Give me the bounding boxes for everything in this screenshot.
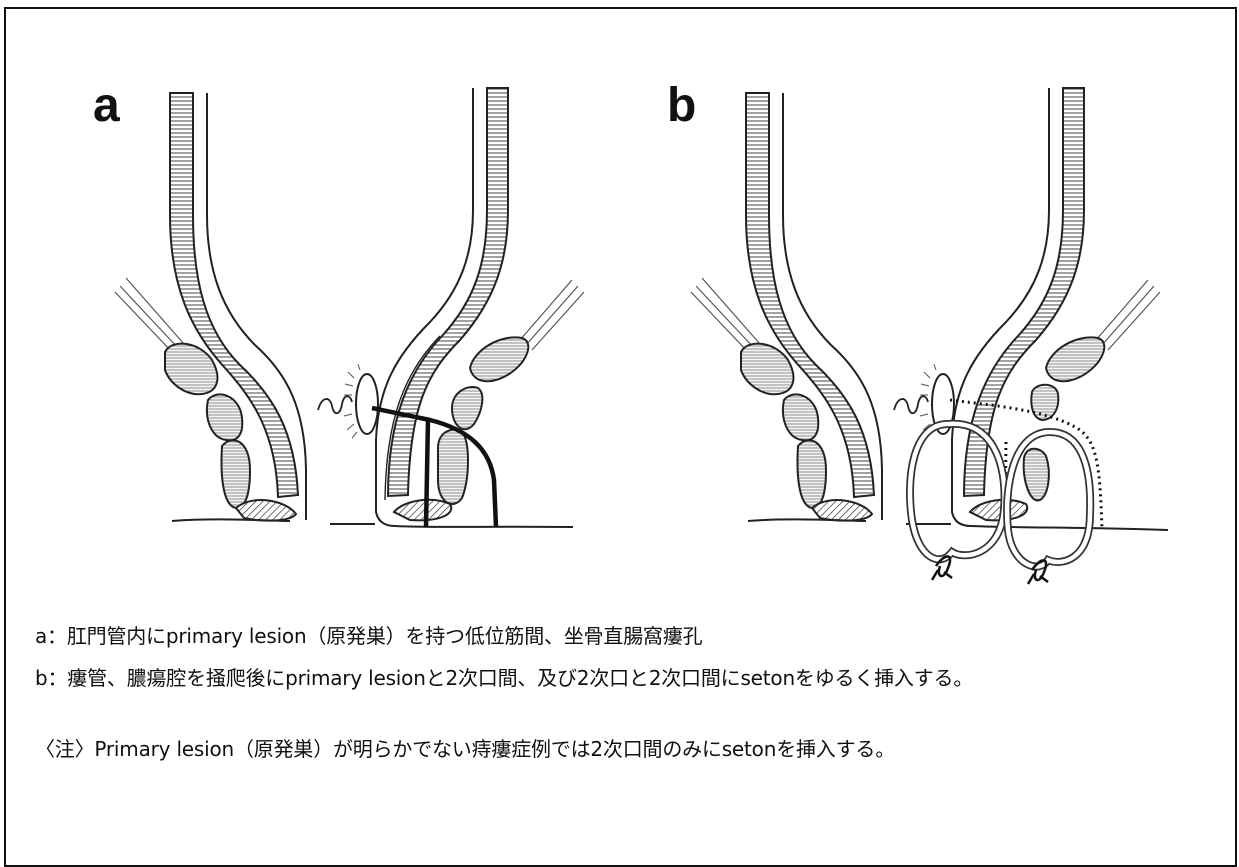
levator-lines-right [520,280,584,350]
subcutaneous-sphincter-left [236,500,296,521]
skin-line-left [172,519,290,521]
levator-lines-left-b [691,278,760,352]
external-sphincter-right [438,337,528,504]
skin-line-right-b [906,524,1168,530]
levator-lines-left [115,278,184,352]
panel-a-illustration [115,88,584,527]
seton-loop-1 [910,424,1005,560]
dentate-line-wave [318,396,352,413]
dentate-line-wave-b [894,396,928,413]
subcutaneous-sphincter-right [394,500,451,520]
seton-loop-2 [1007,432,1090,567]
subcutaneous-sphincter-left-b [812,500,872,521]
skin-line-right [330,524,573,527]
primary-lesion-oval-a [356,374,378,434]
skin-line-left-b [748,519,866,521]
panel-b-illustration [691,88,1168,584]
levator-lines-right-b [1096,280,1160,350]
caption-a: a：肛門管内にprimary lesion（原発巣）を持つ低位筋間、坐骨直腸窩瘻… [35,626,702,646]
caption-b: b：瘻管、膿瘍腔を掻爬後にprimary lesionと2次口間、及び2次口と2… [35,668,973,688]
panel-label-b: b [667,82,696,130]
subcutaneous-sphincter-right-b [970,500,1027,520]
caption-note: 〈注〉Primary lesion（原発巣）が明らかでない痔瘻症例では2次口間の… [35,739,895,759]
panel-label-a: a [93,82,120,130]
